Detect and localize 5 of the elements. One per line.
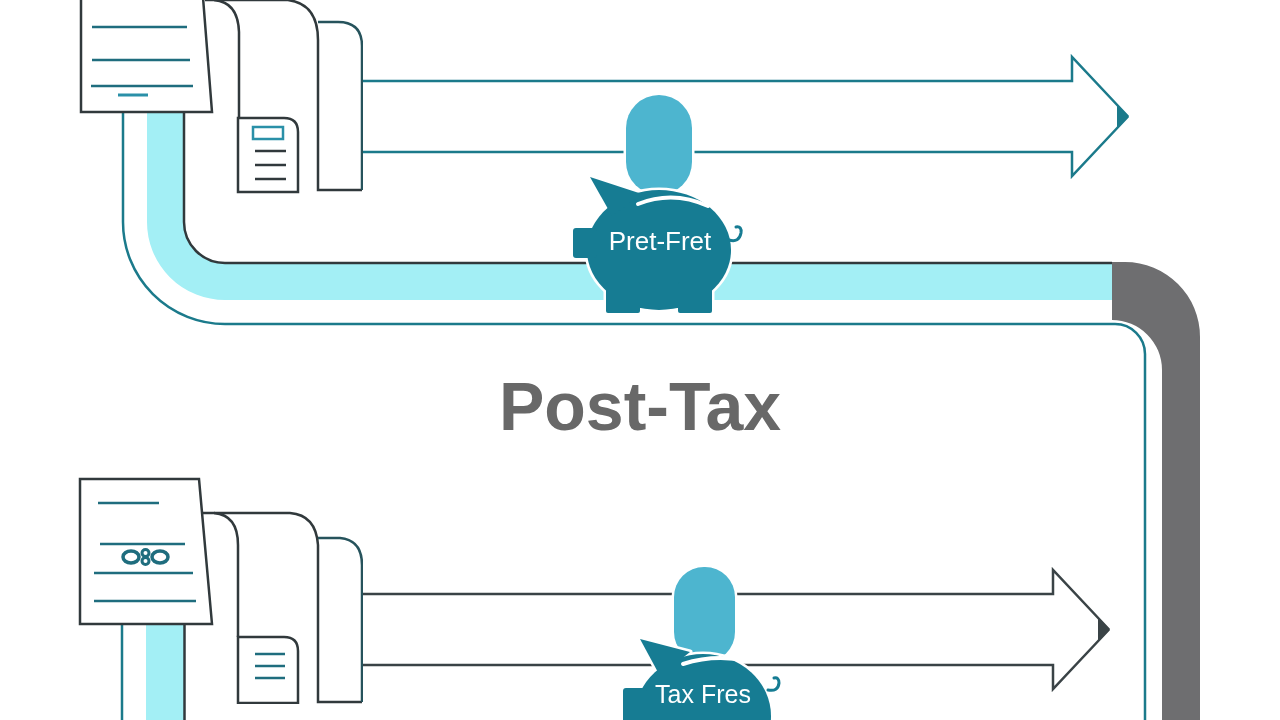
node-label: Pret-Fret (608, 227, 712, 254)
node-label: Tax Fres (655, 682, 751, 707)
arrow (361, 566, 1111, 693)
arrow (361, 53, 1130, 180)
section-heading: Post-Tax (498, 372, 782, 440)
